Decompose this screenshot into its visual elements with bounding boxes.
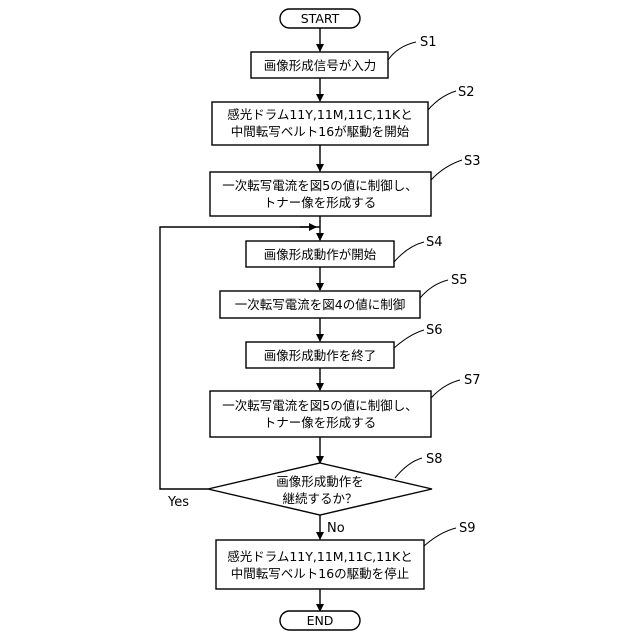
- leader-s9: [424, 528, 456, 546]
- leader-s1: [388, 42, 416, 60]
- step-s5-box: 一次転写電流を図4の値に制御: [220, 291, 420, 318]
- step-s5-text: 一次転写電流を図4の値に制御: [235, 297, 405, 312]
- branch-no-label: No: [327, 521, 345, 536]
- step-s7-text-line1: 一次転写電流を図5の値に制御し、: [222, 398, 417, 413]
- label-s9: S9: [459, 521, 476, 536]
- step-s8-text-line1: 画像形成動作を: [276, 474, 364, 489]
- leader-s8: [395, 458, 422, 478]
- end-label: END: [307, 613, 334, 628]
- label-s7: S7: [464, 373, 481, 388]
- label-s8: S8: [426, 452, 443, 467]
- label-s4: S4: [426, 235, 443, 250]
- label-s3: S3: [464, 154, 481, 169]
- end-terminal: END: [280, 611, 360, 630]
- leader-s5: [420, 280, 448, 298]
- step-s3-text-line2: トナー像を形成する: [264, 195, 377, 210]
- step-s4-text: 画像形成動作が開始: [264, 247, 377, 262]
- step-s4-box: 画像形成動作が開始: [246, 241, 394, 267]
- step-s9-text-line2: 中間転写ベルト16の駆動を停止: [231, 566, 409, 581]
- start-label: START: [301, 11, 340, 26]
- start-terminal: START: [280, 9, 360, 28]
- step-s6-box: 画像形成動作を終了: [246, 342, 394, 368]
- label-s6: S6: [426, 323, 443, 338]
- step-s1-box: 画像形成信号が入力: [251, 52, 388, 78]
- leader-s7: [431, 380, 460, 398]
- step-s7-box: 一次転写電流を図5の値に制御し、 トナー像を形成する: [210, 391, 431, 437]
- leader-s4: [394, 242, 424, 262]
- step-s6-text: 画像形成動作を終了: [264, 348, 377, 363]
- leader-s2: [428, 91, 456, 110]
- label-s1: S1: [420, 35, 437, 50]
- leader-s6: [394, 330, 424, 348]
- leader-s3: [431, 160, 462, 180]
- step-s8-decision: 画像形成動作を 継続するか？: [208, 463, 432, 515]
- step-s2-text-line2: 中間転写ベルト16が駆動を開始: [231, 124, 410, 139]
- step-s8-text-line2: 継続するか？: [282, 491, 357, 506]
- step-s9-box: 感光ドラム11Y,11M,11C,11Kと 中間転写ベルト16の駆動を停止: [216, 540, 424, 589]
- step-s3-box: 一次転写電流を図5の値に制御し、 トナー像を形成する: [210, 172, 431, 216]
- step-s7-text-line2: トナー像を形成する: [264, 415, 377, 430]
- step-s9-text-line1: 感光ドラム11Y,11M,11C,11Kと: [227, 549, 413, 564]
- branch-yes-label: Yes: [167, 495, 189, 510]
- step-s1-text: 画像形成信号が入力: [264, 58, 377, 73]
- step-s2-box: 感光ドラム11Y,11M,11C,11Kと 中間転写ベルト16が駆動を開始: [212, 102, 428, 145]
- label-s2: S2: [458, 85, 475, 100]
- step-s2-text-line1: 感光ドラム11Y,11M,11C,11Kと: [227, 107, 413, 122]
- label-s5: S5: [451, 273, 468, 288]
- step-s3-text-line1: 一次転写電流を図5の値に制御し、: [222, 178, 417, 193]
